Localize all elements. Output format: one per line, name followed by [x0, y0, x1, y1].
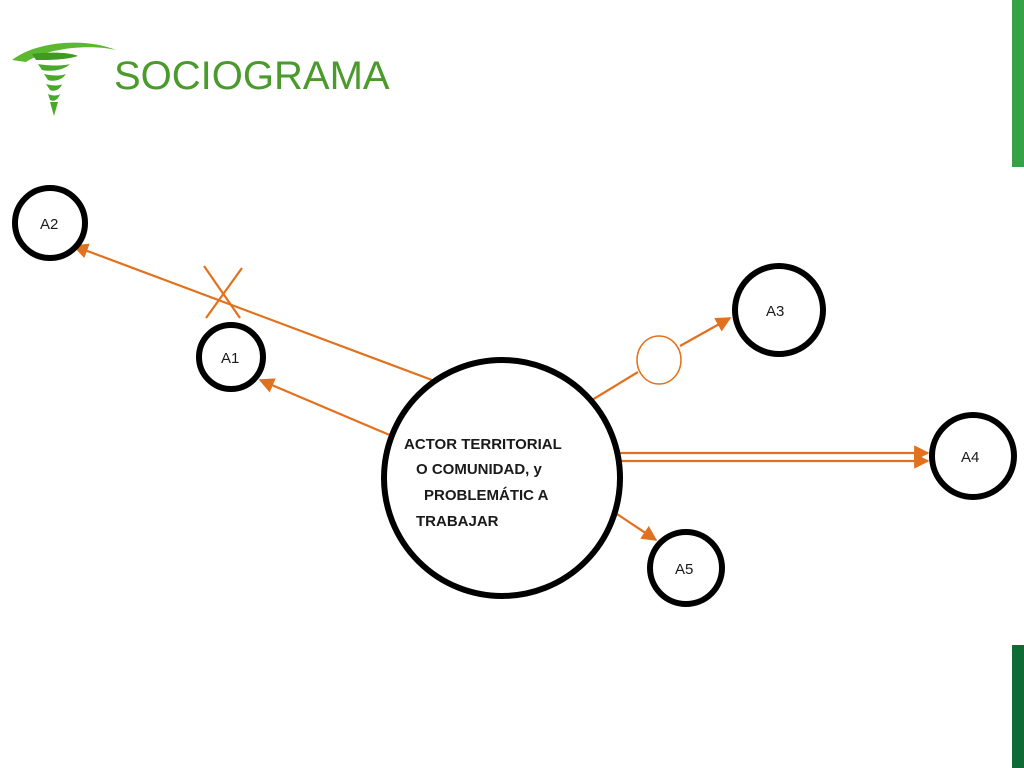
accent-bar-top [1012, 0, 1024, 167]
node-a2: A2 [12, 185, 88, 261]
edge-center-a1 [258, 378, 393, 438]
edges [72, 243, 930, 541]
node-a5: A5 [647, 529, 725, 607]
node-a3: A3 [732, 263, 826, 357]
node-a1: A1 [196, 322, 266, 392]
node-label-a4: A4 [961, 449, 979, 466]
edge-center-a3-part2 [679, 317, 732, 347]
center-label-line-1: ACTOR TERRITORIAL [404, 436, 562, 453]
edge-center-a2 [72, 243, 433, 382]
center-label-line-3: PROBLEMÁTIC A [424, 487, 549, 504]
node-label-a5: A5 [675, 561, 693, 578]
center-label-line-4: TRABAJAR [416, 513, 499, 530]
page-title: SOCIOGRAMA [114, 54, 390, 98]
node-label-a2: A2 [40, 216, 58, 233]
node-label-a3: A3 [766, 303, 784, 320]
intermediary-circle [636, 335, 682, 385]
brand-logo-icon [12, 42, 116, 116]
node-label-a1: A1 [221, 350, 239, 367]
broken-relation-x-icon [203, 265, 243, 319]
center-node: ACTOR TERRITORIAL O COMUNIDAD, y PROBLEM… [381, 357, 623, 599]
center-label-line-2: O COMUNIDAD, y [416, 461, 542, 478]
accent-bar-bottom [1012, 645, 1024, 768]
node-a4: A4 [929, 412, 1017, 500]
edge-center-a3-part1 [591, 371, 639, 401]
edge-center-a5 [613, 511, 658, 541]
